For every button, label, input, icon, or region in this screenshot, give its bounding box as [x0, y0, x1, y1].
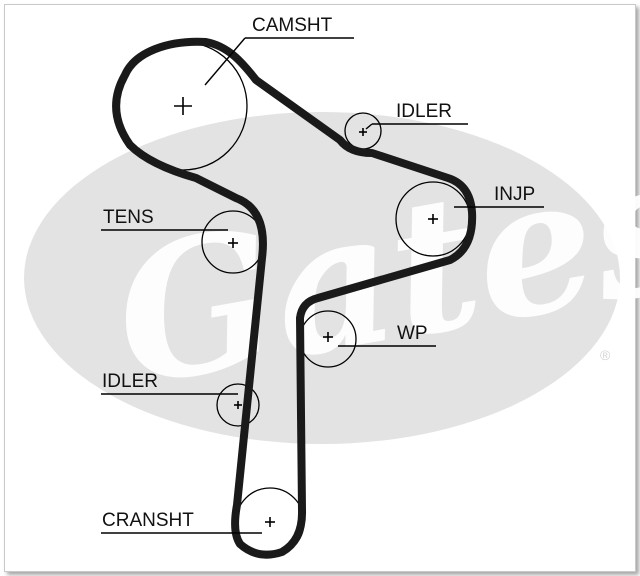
- timing-belt: [112, 37, 477, 559]
- idler-top-center-mark: [359, 128, 367, 136]
- injp-label: INJP: [494, 184, 535, 205]
- idler-bottom-label: IDLER: [102, 371, 158, 392]
- leader-lines: [101, 37, 544, 534]
- center-marks: [174, 97, 438, 527]
- tens-label: TENS: [103, 207, 154, 228]
- wp-label: WP: [397, 323, 428, 344]
- cransht-label: CRANSHT: [102, 510, 194, 531]
- idler-bottom-pulley: [216, 383, 260, 427]
- idler-top-leader-diag: [365, 123, 373, 130]
- camsht-label: CAMSHT: [252, 15, 333, 36]
- injp-center-mark: [428, 214, 438, 224]
- idler-bottom-center-mark: [234, 401, 242, 409]
- registered-mark: ®: [600, 347, 611, 363]
- camsht-leader-diag: [204, 37, 246, 86]
- component-labels: CAMSHT IDLER INJP TENS WP IDLER CRANSHT: [102, 15, 535, 531]
- idler-top-label: IDLER: [396, 101, 452, 122]
- camshaft-center-mark: [174, 97, 192, 115]
- wp-center-mark: [323, 332, 333, 342]
- tens-center-mark: [228, 238, 238, 248]
- cransht-center-mark: [265, 517, 275, 527]
